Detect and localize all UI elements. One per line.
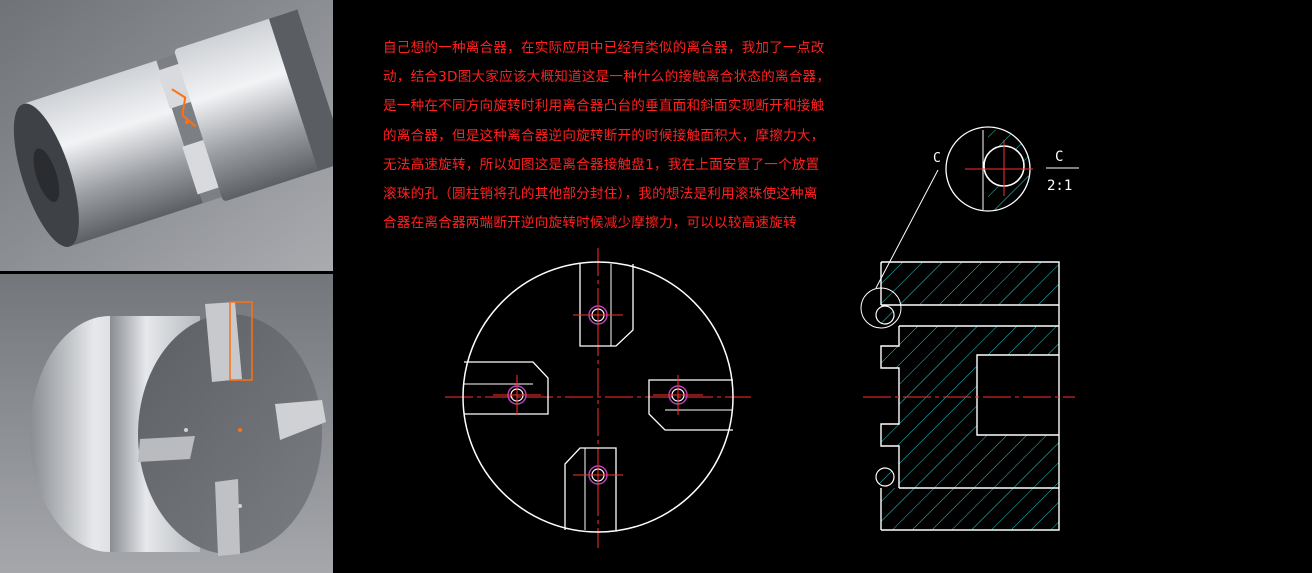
description-line: 合器在离合器两端断开逆向旋转时候减少摩擦力，可以以较高速旋转 (383, 215, 797, 232)
section-view: C (860, 151, 1075, 531)
detail-view: C 2:1 (945, 126, 1079, 212)
detail-label: C (1055, 149, 1063, 165)
detail-callout-letter: C (933, 151, 941, 166)
disc-outline (462, 261, 734, 533)
description-line: 的离合器，但是这种离合器逆向旋转断开的时候接触面积大，摩擦力大， (383, 127, 825, 144)
description-line: 是一种在不同方向旋转时利用离合器凸台的垂直面和斜面实现断开和接触 (383, 98, 825, 115)
cad-drawing: C C 2:1 (445, 126, 1079, 548)
detail-scale: 2:1 (1047, 178, 1072, 194)
description-line: 无法高速旋转，所以如图这是离合器接触盘1，我在上面安置了一个放置 (383, 156, 820, 173)
clutch-assembly-render (0, 0, 333, 271)
clutch-disc-render (0, 274, 333, 573)
description-text: 自己想的一种离合器，在实际应用中已经有类似的离合器，我加了一点改 动，结合3D图… (383, 34, 843, 238)
description-line: 滚珠的孔（圆柱销将孔的其他部分封住），我的想法是利用滚珠使这种离 (383, 186, 818, 203)
front-view (445, 248, 751, 548)
description-line: 动，结合3D图大家应该大概知道这是一种什么的接触离合状态的离合器， (383, 69, 831, 86)
description-line: 自己想的一种离合器，在实际应用中已经有类似的离合器，我加了一点改 (383, 40, 825, 56)
